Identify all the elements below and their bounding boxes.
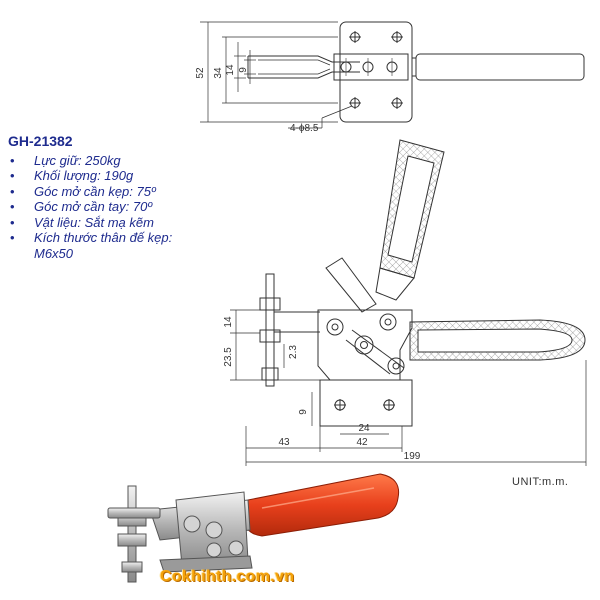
watermark: Cokhihth.com.vn: [160, 568, 295, 585]
pivot-block: [333, 53, 409, 81]
side-dim-42: 42: [356, 437, 368, 448]
top-view-dimensions: [200, 21, 353, 129]
closed-handle: [409, 319, 586, 361]
pivot-2: [379, 313, 397, 331]
spec-panel: GH-21382 Lực giữ: 250kg Khối lượng: 190g…: [8, 133, 208, 262]
arm-slot: [248, 55, 360, 79]
side-dim-24: 24: [358, 423, 370, 434]
raised-clamp-arm: [325, 257, 377, 313]
spec-item: Lực giữ: 250kg: [8, 153, 208, 169]
spec-item: Vật liệu: Sắt mạ kẽm: [8, 215, 208, 231]
spec-item: Góc mở cần tay: 70º: [8, 199, 208, 215]
raised-handle: [375, 139, 445, 301]
side-dim-23-5: 23.5: [223, 347, 234, 367]
side-dim-14: 14: [223, 316, 234, 328]
side-dim-199: 199: [404, 451, 421, 462]
product-photo: [107, 473, 400, 583]
top-handle-outline: [415, 53, 585, 81]
spec-item: Kích thước thân đế kẹp: M6x50: [8, 230, 208, 261]
spindle: [259, 273, 320, 387]
pivot-4: [387, 357, 405, 375]
unit-label: UNIT:m.m.: [512, 476, 569, 488]
side-dim-2-3: 2.3: [288, 345, 299, 359]
pivot-1: [326, 318, 344, 336]
base-side: [319, 379, 413, 427]
hole-note: 4-ϕ8.5: [290, 123, 319, 134]
model-title: GH-21382: [8, 133, 73, 149]
mounting-holes: [349, 31, 403, 109]
red-handle: [243, 473, 400, 537]
top-dim-52: 52: [195, 67, 206, 79]
spec-list: Lực giữ: 250kg Khối lượng: 190g Góc mở c…: [8, 153, 208, 262]
side-view: [230, 139, 587, 466]
body-plate: [317, 309, 413, 381]
top-dim-34: 34: [213, 67, 224, 79]
spec-item: Khối lượng: 190g: [8, 168, 208, 184]
side-view-dimensions: [230, 309, 587, 466]
top-dim-9: 9: [238, 67, 249, 73]
spec-item: Góc mở cần kẹp: 75º: [8, 184, 208, 200]
side-dim-9: 9: [298, 409, 309, 415]
side-dim-43: 43: [278, 437, 290, 448]
top-dim-14: 14: [225, 64, 236, 76]
top-view: [200, 21, 585, 129]
